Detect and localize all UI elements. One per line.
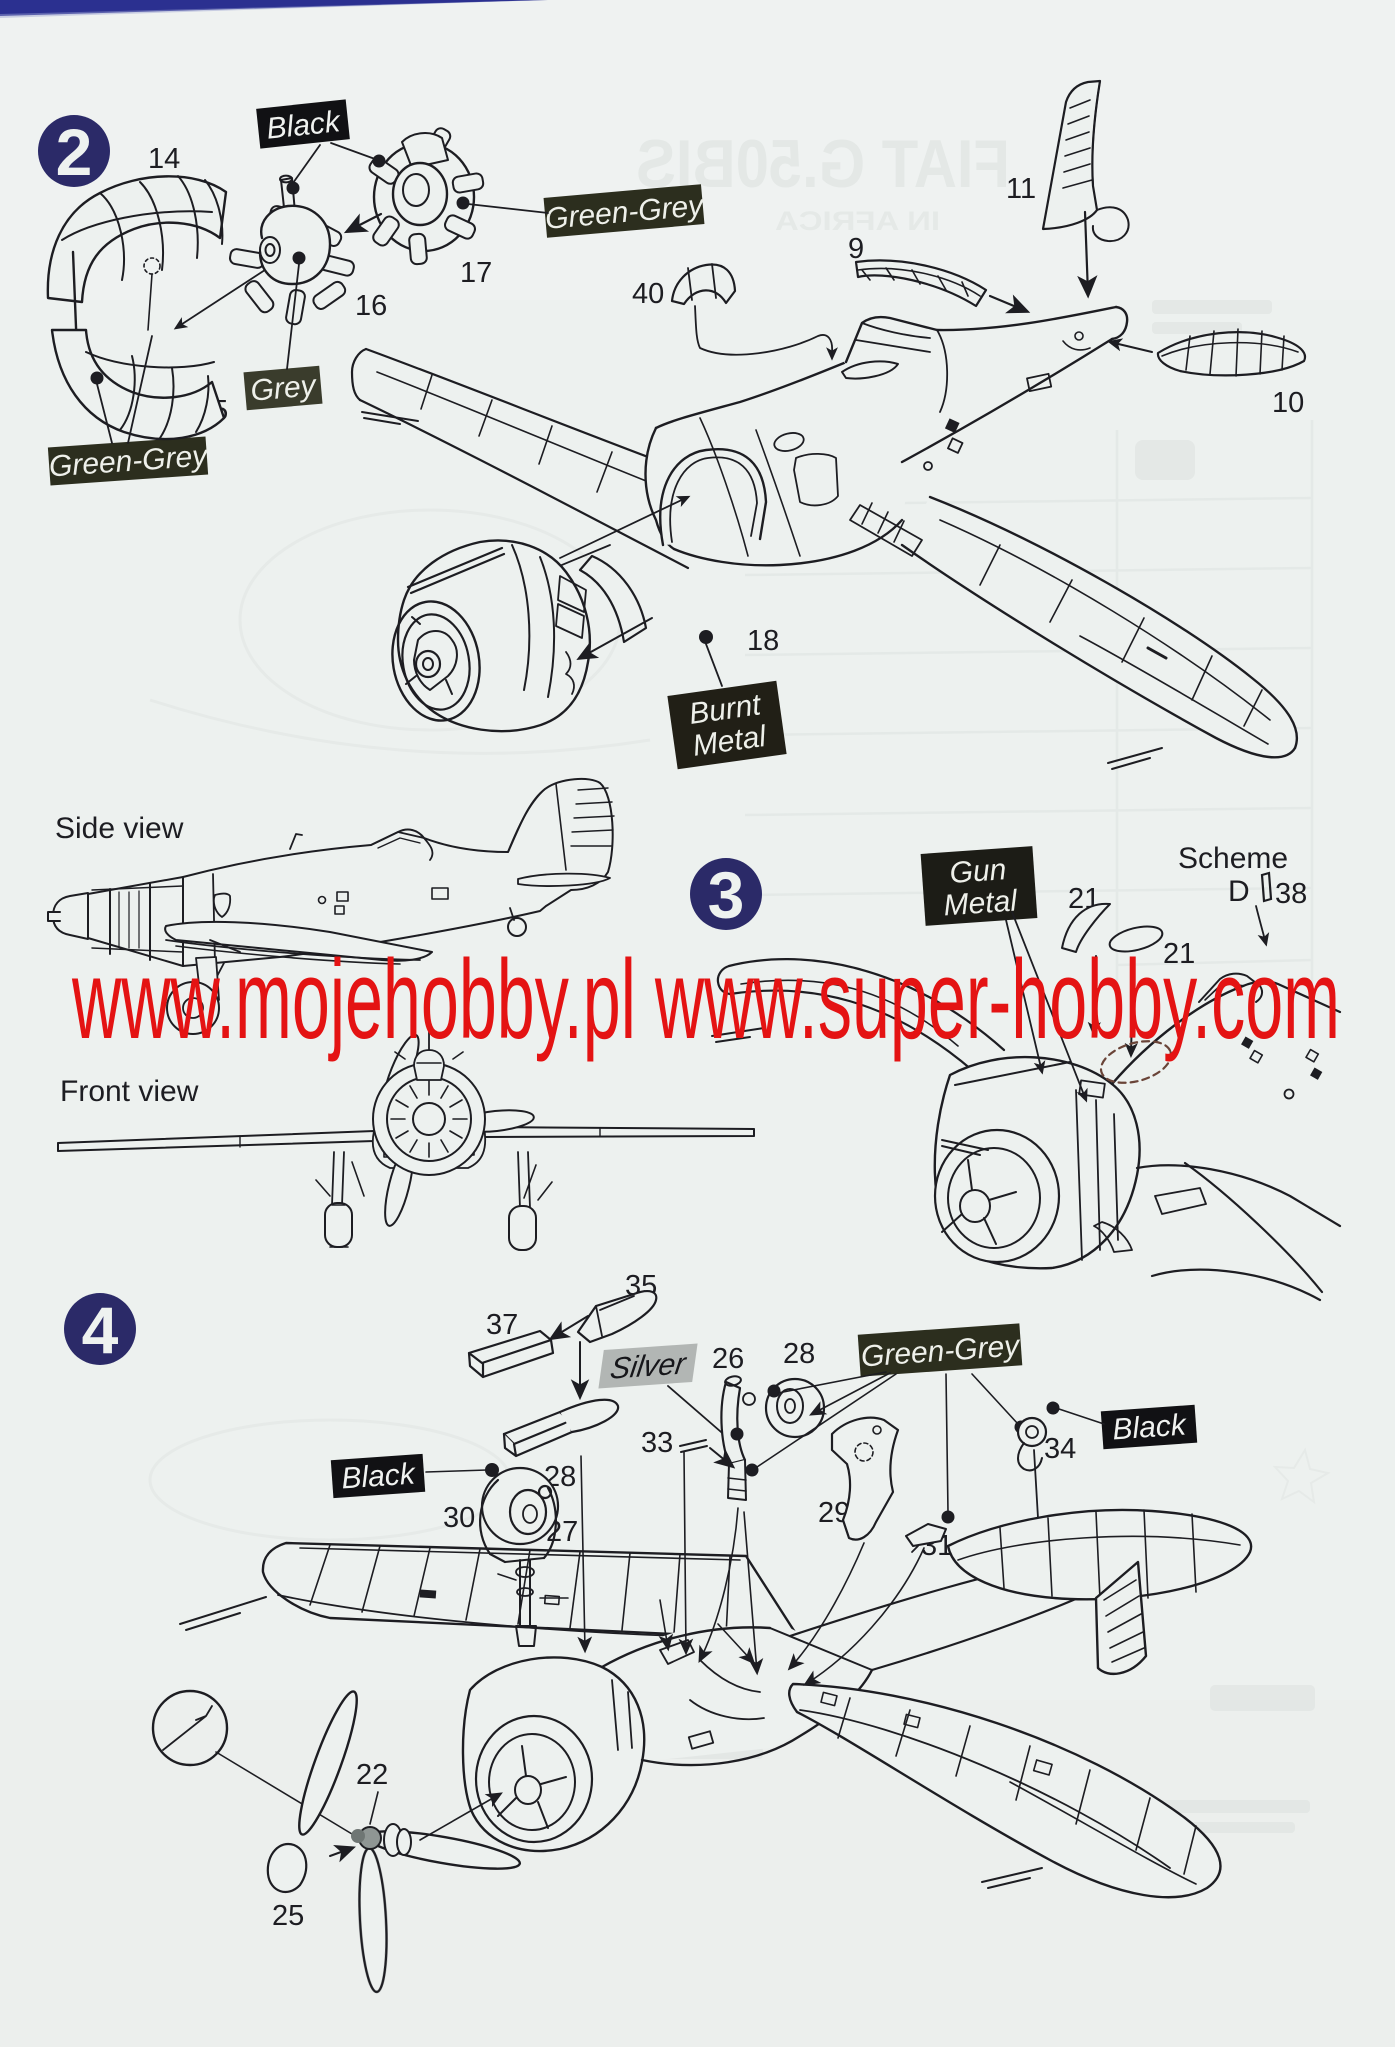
svg-text:30: 30 xyxy=(443,1502,475,1534)
svg-text:21: 21 xyxy=(1163,938,1195,970)
svg-text:IN AFRICA: IN AFRICA xyxy=(775,206,940,236)
svg-text:Front view: Front view xyxy=(60,1075,199,1108)
svg-text:22: 22 xyxy=(356,1759,388,1791)
svg-text:37: 37 xyxy=(486,1309,518,1341)
svg-text:28: 28 xyxy=(783,1338,815,1370)
svg-text:4: 4 xyxy=(82,1293,119,1367)
svg-text:Gun: Gun xyxy=(949,853,1008,890)
svg-text:40: 40 xyxy=(632,278,664,310)
svg-text:Silver: Silver xyxy=(608,1347,689,1385)
svg-text:34: 34 xyxy=(1044,1433,1076,1465)
svg-text:14: 14 xyxy=(148,143,180,175)
svg-text:26: 26 xyxy=(712,1343,744,1375)
svg-text:9: 9 xyxy=(848,233,864,265)
svg-text:Scheme: Scheme xyxy=(1178,842,1288,875)
svg-text:33: 33 xyxy=(641,1427,673,1459)
svg-text:Black: Black xyxy=(1111,1408,1188,1446)
svg-text:18: 18 xyxy=(747,625,779,657)
svg-text:Metal: Metal xyxy=(942,884,1019,922)
svg-text:Black: Black xyxy=(340,1457,417,1495)
svg-text:Side view: Side view xyxy=(55,812,184,845)
svg-text:16: 16 xyxy=(355,290,387,322)
svg-text:3: 3 xyxy=(708,858,745,932)
svg-text:38: 38 xyxy=(1275,878,1307,910)
svg-text:D: D xyxy=(1228,875,1250,908)
svg-text:10: 10 xyxy=(1272,387,1304,419)
svg-text:www.mojehobby.pl www.super-hob: www.mojehobby.pl www.super-hobby.com xyxy=(71,937,1340,1062)
svg-text:25: 25 xyxy=(272,1900,304,1932)
svg-text:Black: Black xyxy=(265,105,343,146)
svg-text:2: 2 xyxy=(56,115,93,189)
svg-text:17: 17 xyxy=(460,257,492,289)
svg-text:Grey: Grey xyxy=(249,369,319,408)
svg-text:11: 11 xyxy=(1006,173,1036,205)
